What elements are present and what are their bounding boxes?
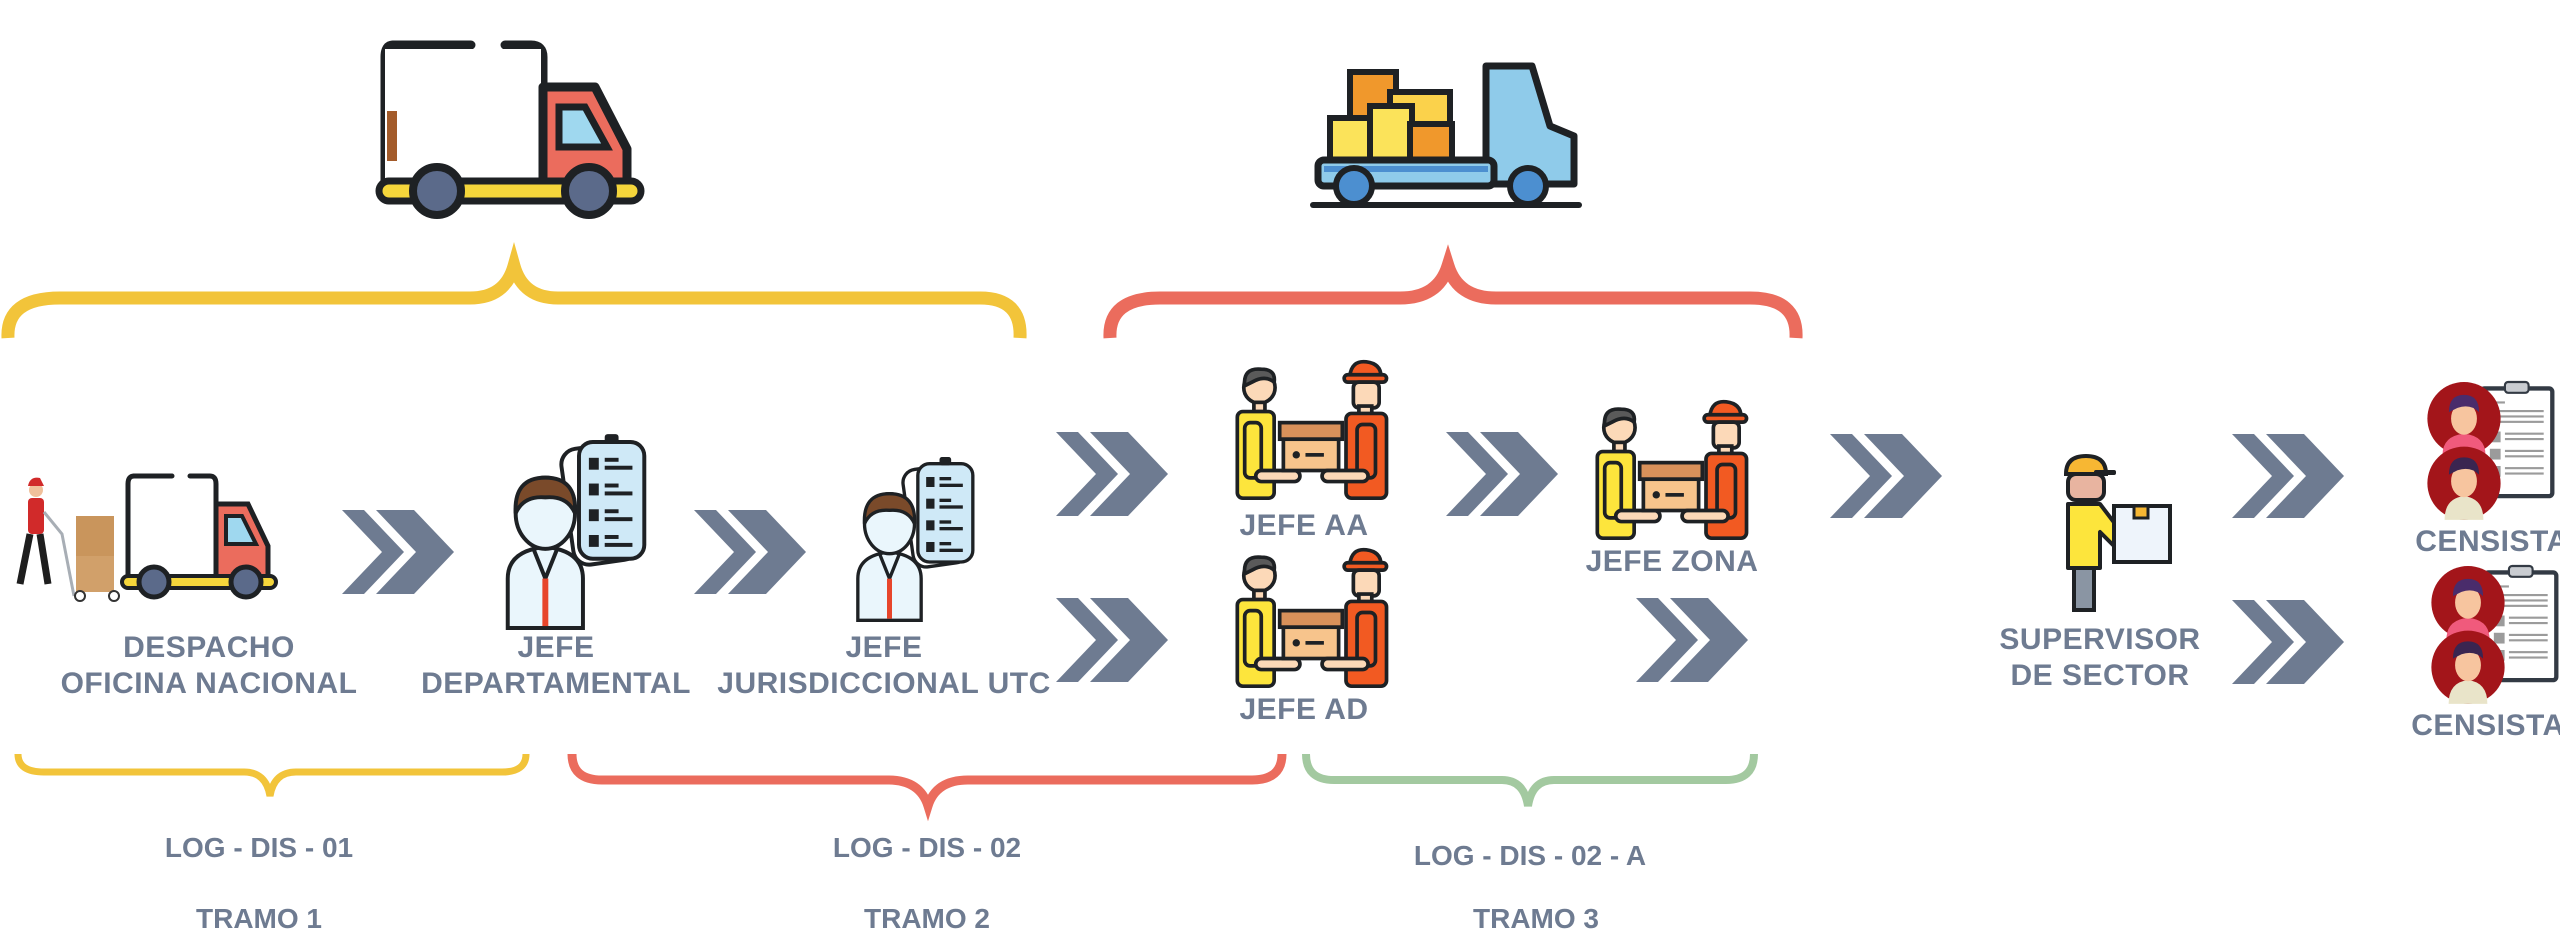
chevron-arrow-icon — [1056, 598, 1168, 682]
manager-with-checklist-icon — [842, 455, 992, 622]
chevron-arrow-icon — [1830, 434, 1942, 518]
delivery-truck-with-worker-icon — [14, 472, 322, 604]
jefe-zona-label: JEFE ZONA — [1585, 545, 1759, 578]
chevron-arrow-icon — [1446, 432, 1558, 516]
bottom-brace-red — [567, 752, 1287, 822]
despacho-label-line1: DESPACHO — [123, 631, 295, 664]
top-brace-yellow — [0, 242, 1030, 342]
supervisor-label-line2: DE SECTOR — [2010, 659, 2190, 692]
segment-tramo: TRAMO 1 — [196, 903, 322, 934]
segment-code: LOG - DIS - 02 - A — [1413, 840, 1647, 871]
segment-tramo: TRAMO 3 — [1473, 903, 1599, 934]
courier-with-box-icon — [2054, 452, 2178, 612]
package-handover-icon — [1226, 359, 1396, 501]
segment-code: LOG - DIS - 01 — [164, 832, 354, 863]
bottom-brace-yellow — [14, 752, 530, 798]
supervisor-label-line1: SUPERVISOR — [1999, 623, 2201, 656]
despacho-label-line2: OFICINA NACIONAL — [60, 667, 358, 700]
jefe-ad-label: JEFE AD — [1239, 693, 1369, 726]
bottom-brace-green — [1302, 752, 1758, 808]
jefe-aa-label: JEFE AA — [1239, 509, 1369, 542]
chevron-arrow-icon — [2232, 600, 2344, 684]
package-handover-icon — [1226, 547, 1396, 689]
chevron-arrow-icon — [1636, 598, 1748, 682]
chevron-arrow-icon — [694, 510, 806, 594]
jefe-departamental-label-line1: JEFE — [517, 631, 595, 664]
chevron-arrow-icon — [2232, 434, 2344, 518]
manager-with-checklist-icon — [498, 432, 658, 630]
chevron-arrow-icon — [342, 510, 454, 594]
census-takers-clipboard-icon — [2428, 566, 2560, 706]
box-truck-icon — [375, 40, 645, 219]
pickup-truck-icon — [1310, 62, 1584, 210]
package-handover-icon — [1586, 399, 1756, 541]
censista-label: CENSISTA — [2411, 709, 2560, 742]
censista-label: CENSISTA — [2415, 525, 2560, 558]
jefe-departamental-label-line2: DEPARTAMENTAL — [421, 667, 691, 700]
segment-tramo: TRAMO 2 — [864, 903, 990, 934]
top-brace-red — [1100, 244, 1805, 342]
segment-code: LOG - DIS - 02 — [832, 832, 1022, 863]
jefe-jurisdiccional-label-line2: JURISDICCIONAL UTC — [717, 667, 1051, 700]
chevron-arrow-icon — [1056, 432, 1168, 516]
census-takers-clipboard-icon — [2424, 382, 2560, 522]
jefe-jurisdiccional-label-line1: JEFE — [845, 631, 923, 664]
